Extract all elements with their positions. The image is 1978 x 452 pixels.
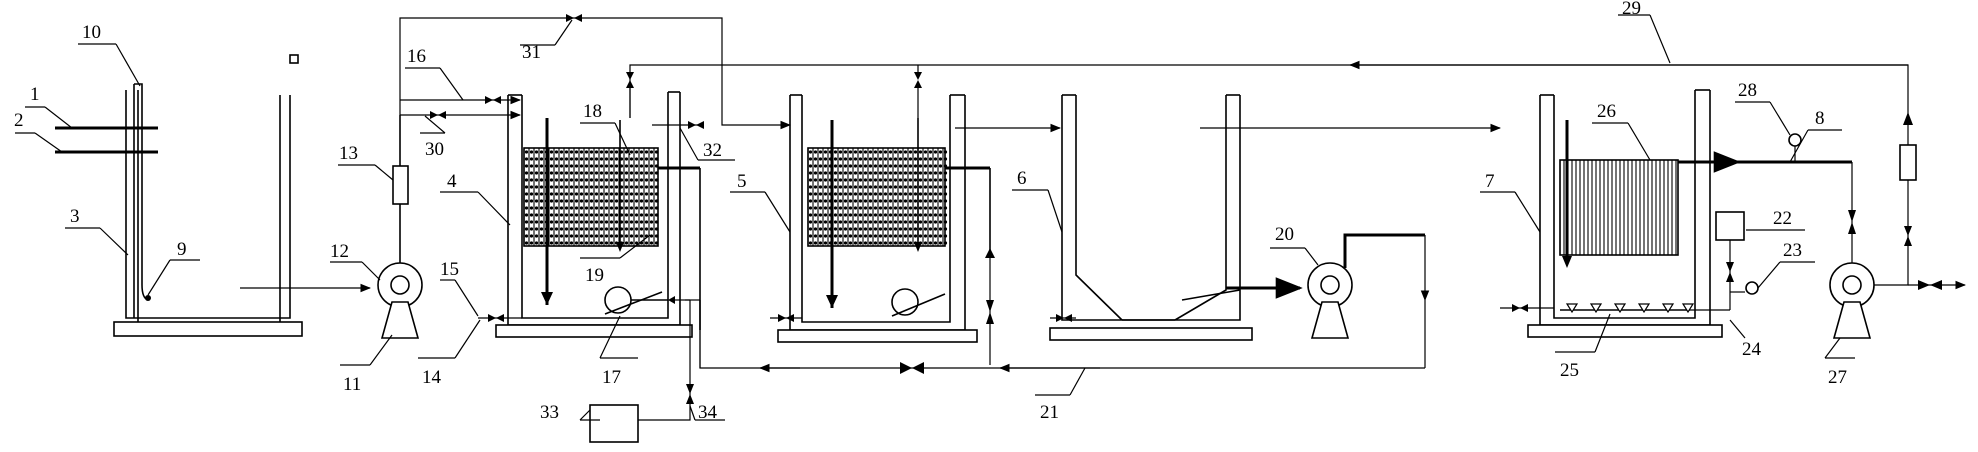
label-14: 14 [422,367,442,388]
label-34: 34 [698,402,718,423]
label-15: 15 [440,259,459,280]
label-29: 29 [1622,0,1641,19]
label-7: 7 [1485,171,1495,192]
gauge-28 [1788,133,1802,162]
leader-lines [15,14,1855,421]
pump-11 [377,115,423,339]
pump-20 [1307,233,1430,368]
label-9: 9 [177,239,187,260]
reactor-4 [478,91,701,338]
label-5: 5 [737,171,747,192]
label-2: 2 [14,110,24,131]
label-18: 18 [583,101,602,122]
label-13: 13 [339,143,358,164]
label-19: 19 [585,265,604,286]
label-33: 33 [540,402,559,423]
valve-right-5 [985,248,995,365]
label-25: 25 [1560,360,1579,381]
label-8: 8 [1815,108,1825,129]
label-32: 32 [703,140,722,161]
label-23: 23 [1783,240,1802,261]
label-12: 12 [330,241,349,262]
label-30: 30 [425,139,444,160]
blower-22 [1715,211,1759,300]
media5-pack [807,148,948,246]
valve-upper-4 [626,72,634,118]
label-1: 1 [30,84,40,105]
pump-27 [1829,90,1967,339]
label-28: 28 [1738,80,1757,101]
media4-pack [523,148,659,246]
label-17: 17 [602,367,621,388]
label-4: 4 [447,171,457,192]
label-31: 31 [522,42,541,63]
reactor-5 [770,94,991,343]
labels: 1 2 3 4 5 6 7 8 9 10 11 12 13 14 15 16 1… [14,0,1847,423]
membrane-tank-7 [1500,89,1731,338]
label-22: 22 [1773,208,1792,229]
valve-21 [900,362,924,374]
tank-3 [55,54,303,337]
label-27: 27 [1828,367,1847,388]
valve-upper-5 [914,65,922,118]
label-24: 24 [1742,339,1762,360]
label-26: 26 [1597,101,1616,122]
label-3: 3 [70,206,80,227]
valve-31 [566,14,582,22]
label-16: 16 [407,46,426,67]
label-20: 20 [1275,224,1294,245]
tank-6 [1049,94,1253,341]
media7-pack [1559,160,1677,255]
dosing-tank-33 [589,296,694,443]
label-10: 10 [82,22,101,43]
label-6: 6 [1017,168,1027,189]
aerators-25 [1565,303,1695,314]
label-21: 21 [1040,402,1059,423]
label-11: 11 [343,374,361,395]
